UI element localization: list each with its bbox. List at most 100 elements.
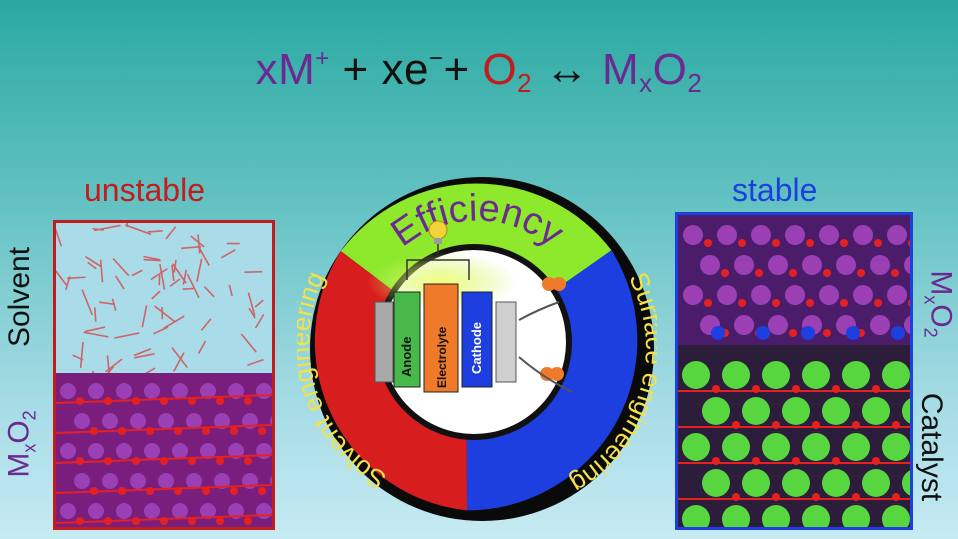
solvent-molecule (197, 340, 207, 354)
catalyst-atom (682, 505, 710, 527)
bond (56, 394, 272, 404)
solvent-molecule (197, 234, 201, 254)
oxygen-atom (704, 239, 712, 247)
oxygen-atom (891, 269, 899, 277)
eq-product-2: 2 (687, 68, 703, 98)
oxygen-atom (732, 421, 740, 429)
metal-atom (853, 225, 873, 245)
solvent-molecule (133, 348, 152, 357)
oxygen-atom (892, 493, 900, 501)
oxygen-atom (772, 493, 780, 501)
metal-atom (74, 413, 90, 429)
metal-atom (785, 225, 805, 245)
catalyst-atom (762, 433, 790, 461)
eq-plus-2: + (443, 45, 483, 94)
solvent-molecule (254, 299, 264, 308)
solvent-molecule (153, 326, 169, 335)
oxygen-atom (712, 385, 720, 393)
cathode-block (461, 291, 493, 388)
oxygen-atom (752, 457, 760, 465)
oxygen-molecule-out-icon (540, 367, 564, 381)
solvent-molecule (171, 264, 175, 282)
metal-atom (256, 503, 272, 519)
oxygen-atom (908, 239, 910, 247)
eq-plus: + (329, 45, 382, 94)
catalyst-atom (702, 469, 730, 497)
metal-atom (887, 225, 907, 245)
metal-atom (768, 315, 788, 335)
solvent-molecule (143, 255, 161, 261)
solvent-molecule (56, 269, 67, 286)
metal-atom (853, 285, 873, 305)
oxygen-atom (772, 421, 780, 429)
catalyst-atom (682, 361, 710, 389)
solvent-molecule (173, 352, 185, 372)
mxo2-left-label: MxO2 (2, 410, 40, 478)
oxygen-atom (146, 487, 154, 495)
bulb-icon (428, 220, 448, 244)
solvent-label: Solvent (3, 246, 37, 348)
metal-atom (734, 315, 754, 335)
oxygen-atom (755, 269, 763, 277)
oxygen-atom (772, 299, 780, 307)
metal-atom (717, 285, 737, 305)
eq-product-m: M (602, 45, 640, 94)
catalyst-atom (722, 505, 750, 527)
metal-atom (785, 285, 805, 305)
metal-atom (60, 383, 76, 399)
oxygen-atom (244, 397, 252, 405)
metal-atom (768, 255, 788, 275)
catalyst-atom (742, 397, 770, 425)
metal-atom (200, 443, 216, 459)
metal-atom (200, 503, 216, 519)
eq-coef-x2: x (381, 45, 404, 94)
oxygen-atom (792, 457, 800, 465)
metal-atom (116, 383, 132, 399)
anode-block (393, 291, 421, 388)
solvent-molecule (254, 313, 265, 329)
metal-atom (256, 443, 272, 459)
catalyst-atom (702, 397, 730, 425)
metal-atom (904, 255, 910, 275)
oxygen-atom (216, 457, 224, 465)
reaction-equation: xM+ + xe−+ O2 ↔ MxO2 (0, 45, 958, 99)
oxygen-atom (230, 427, 238, 435)
electrolyte-label: Electrolyte (435, 326, 449, 388)
metal-atom (144, 443, 160, 459)
solvent-molecule (124, 224, 152, 236)
metal-atom (683, 285, 703, 305)
solvent-molecule (114, 275, 125, 290)
oxygen-atom (230, 487, 238, 495)
oxygen-atom (823, 329, 831, 337)
catalyst-atom (682, 433, 710, 461)
catalyst-atom (902, 398, 910, 424)
metal-atom (102, 413, 118, 429)
solvent-molecule (203, 286, 215, 298)
metal-atom (88, 383, 104, 399)
metal-atom (214, 413, 230, 429)
oxygen-atom (872, 457, 880, 465)
metal-atom (200, 383, 216, 399)
oxygen-atom (840, 239, 848, 247)
metal-atom (214, 473, 230, 489)
bond (56, 484, 272, 494)
catalyst-atom (802, 505, 830, 527)
catalyst-atom (822, 397, 850, 425)
metal-atom (172, 503, 188, 519)
solvent-molecule (106, 365, 115, 375)
oxygen-atom (76, 397, 84, 405)
oxygen-atom (738, 239, 746, 247)
metal-atom (144, 383, 160, 399)
bond (56, 514, 272, 524)
metal-atom (751, 225, 771, 245)
anode-label: Anode (399, 337, 414, 377)
metal-atom (116, 503, 132, 519)
solvent-molecule (248, 307, 256, 319)
unstable-label: unstable (84, 172, 205, 208)
metal-atom (144, 503, 160, 519)
catalyst-atom (762, 361, 790, 389)
oxygen-molecule-in-icon (542, 277, 566, 291)
solvent-molecule (159, 263, 166, 290)
metal-atom (802, 255, 822, 275)
solvent-molecule (99, 301, 115, 306)
